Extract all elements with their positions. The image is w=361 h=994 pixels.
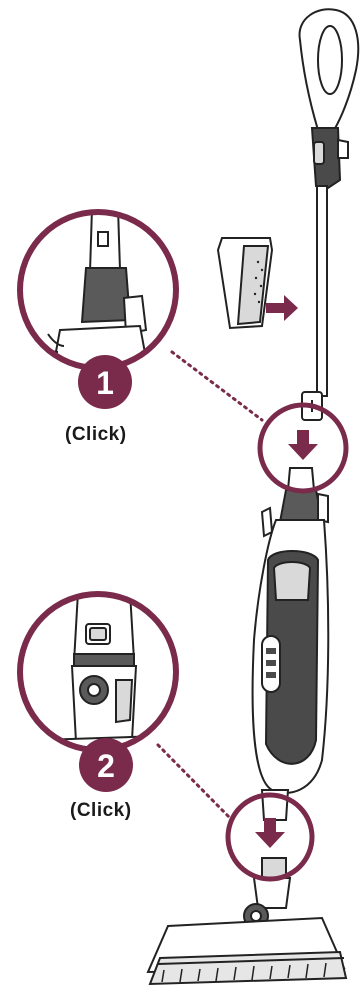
step-number-1: 1 [96,365,114,401]
step-2-caption: (Click) [70,800,132,822]
step-1-caption: (Click) [65,424,127,446]
steam-mop-icon [148,468,346,984]
detail-zoom-2: 2 [18,592,178,792]
arrow-right-icon [266,295,298,321]
mop-handle [300,9,359,420]
arrow-down-icon [288,430,318,460]
arrow-down-icon [255,818,285,848]
step-number-2: 2 [97,748,115,784]
water-tank-icon [218,238,272,328]
detail-zoom-1: 1 [18,208,178,409]
leader-line-2 [158,745,230,818]
leader-line-1 [172,352,262,420]
